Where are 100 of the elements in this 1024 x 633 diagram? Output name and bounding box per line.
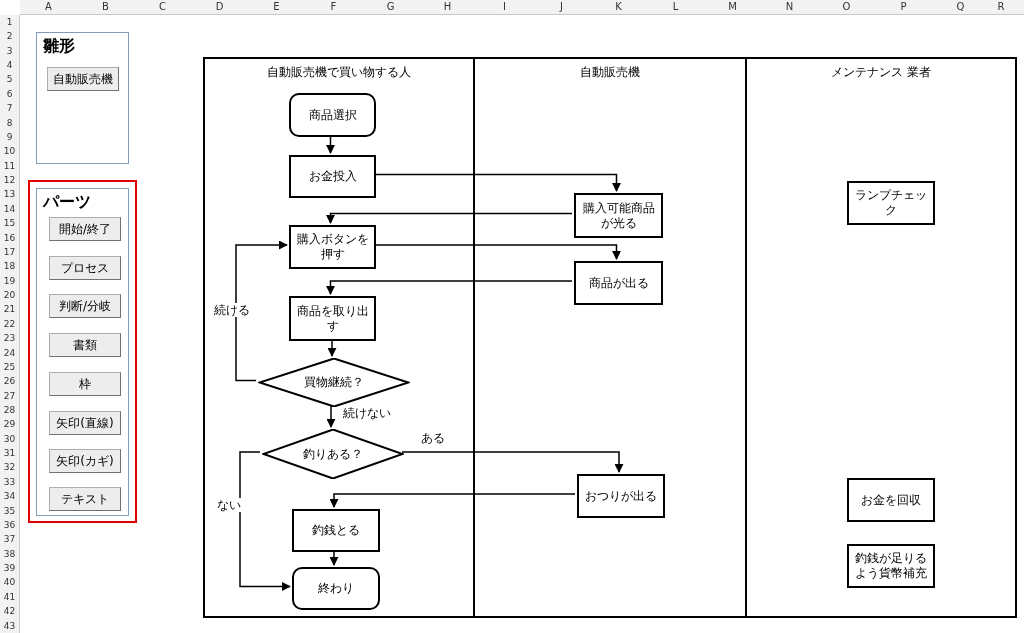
process-box: お金投入 (289, 155, 376, 198)
toolbar-button: 書類 (49, 333, 121, 357)
column-header: B (101, 0, 110, 14)
row-header: 38 (2, 547, 17, 561)
edge-label: ない (217, 498, 241, 512)
row-header: 5 (5, 73, 14, 87)
column-header: G (385, 0, 396, 14)
process-box: ランプチェック (847, 181, 935, 225)
row-header: 26 (2, 375, 17, 389)
arrow (326, 212, 573, 224)
row-header: 27 (2, 389, 17, 403)
row-header: 23 (2, 332, 17, 346)
toolbar-button: プロセス (49, 256, 121, 280)
process-box: 商品が出る (574, 261, 663, 305)
row-header: 13 (2, 188, 17, 202)
column-header: L (671, 0, 680, 14)
row-header: 10 (2, 145, 17, 159)
row-header: 30 (2, 432, 17, 446)
row-header: 21 (2, 303, 17, 317)
column-header: M (727, 0, 738, 14)
row-header: 40 (2, 576, 17, 590)
toolbar-button: 矢印(カギ) (49, 449, 121, 473)
row-header: 11 (2, 159, 17, 173)
row-header: 8 (5, 116, 14, 130)
terminal-box: 終わり (292, 567, 380, 610)
row-header: 25 (2, 360, 17, 374)
column-header: Q (955, 0, 966, 14)
row-header: 18 (2, 260, 17, 274)
row-header: 36 (2, 518, 17, 532)
toolbar-button: テキスト (49, 487, 121, 511)
row-header: 37 (2, 533, 17, 547)
edge-label: 続けない (343, 406, 391, 420)
row-header: 32 (2, 461, 17, 475)
panel-title: パーツ (43, 194, 91, 209)
row-header: 35 (2, 504, 17, 518)
panel-title: 雛形 (43, 38, 75, 53)
edge-label: 続ける (214, 303, 250, 317)
row-header: 34 (2, 490, 17, 504)
panel (36, 32, 129, 164)
column-header: O (841, 0, 852, 14)
column-header: D (214, 0, 225, 14)
row-header: 12 (2, 174, 17, 188)
column-header: J (558, 0, 564, 14)
column-header: R (996, 0, 1006, 14)
column-header: E (272, 0, 281, 14)
row-header: 24 (2, 346, 17, 360)
toolbar-button: 枠 (49, 372, 121, 396)
arrow (326, 280, 573, 295)
row-header: 19 (2, 274, 17, 288)
process-box: 商品を取り出す (289, 296, 376, 341)
panel (36, 188, 129, 516)
arrow (401, 451, 624, 473)
toolbar-button: 矢印(直線) (49, 411, 121, 435)
row-header: 43 (2, 619, 17, 633)
lane-title: 自動販売機で買い物する人 (266, 65, 412, 80)
column-header: H (442, 0, 453, 14)
row-header: 29 (2, 418, 17, 432)
row-header: 28 (2, 404, 17, 417)
row-header: 9 (5, 130, 14, 144)
arrow (326, 134, 335, 154)
row-header: 2 (5, 30, 14, 44)
column-header: C (158, 0, 167, 14)
row-header: 39 (2, 562, 17, 576)
process-box: おつりが出る (577, 474, 665, 518)
column-header: F (329, 0, 338, 14)
process-box: お金を回収 (847, 478, 935, 522)
decision-diamond: 買物継続？ (258, 358, 410, 407)
column-header: K (614, 0, 623, 14)
column-header: I (502, 0, 507, 14)
row-header: 41 (2, 590, 17, 604)
row-header: 1 (5, 16, 14, 29)
row-header: 33 (2, 475, 17, 489)
arrow (329, 493, 576, 508)
row-header: 22 (2, 317, 17, 331)
lane-title: 自動販売機 (579, 65, 641, 80)
swimlane (745, 57, 1017, 618)
swimlane (203, 57, 475, 618)
process-box: 釣銭とる (292, 509, 380, 552)
decision-diamond: 釣りある？ (262, 429, 404, 479)
arrow (235, 240, 288, 382)
lane-title: メンテナンス 業者 (830, 65, 932, 80)
row-header: 15 (2, 217, 17, 231)
row-header: 42 (2, 605, 17, 619)
column-header: A (44, 0, 53, 14)
toolbar-button: 自動販売機 (47, 67, 119, 91)
row-header: 3 (5, 44, 14, 58)
edge-label: ある (421, 431, 445, 445)
row-header: 31 (2, 447, 17, 461)
row-header: 7 (5, 102, 14, 116)
row-header: 14 (2, 202, 17, 216)
process-box: 購入ボタンを押す (289, 225, 376, 269)
column-header: P (899, 0, 908, 14)
row-header: 16 (2, 231, 17, 245)
arrow (239, 451, 291, 591)
process-box: 購入可能商品が光る (574, 193, 663, 238)
column-header: N (784, 0, 795, 14)
process-box: 釣銭が足りるよう貨幣補充 (847, 544, 935, 588)
row-header: 17 (2, 245, 17, 259)
swimlane (473, 57, 747, 618)
terminal-box: 商品選択 (289, 93, 376, 137)
